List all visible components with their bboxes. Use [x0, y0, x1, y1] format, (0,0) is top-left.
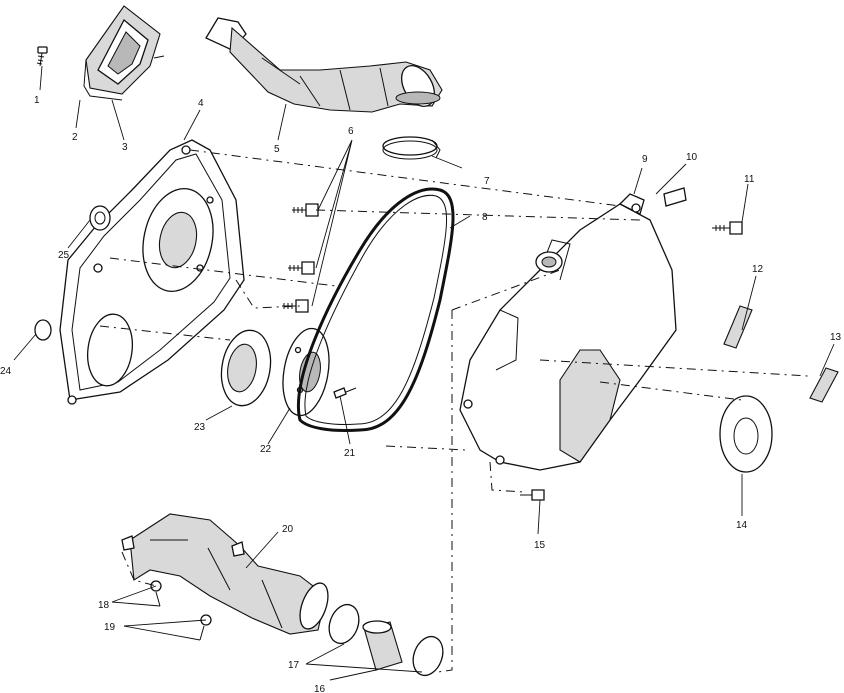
label-part-23: 23: [194, 422, 206, 433]
part-12-decal: [723, 305, 753, 349]
label-part-20: 20: [282, 524, 294, 535]
part-20-lower-hose: [121, 513, 329, 635]
label-part-6: 6: [348, 126, 354, 137]
part-2-3-intake-boot: [83, 5, 161, 101]
part-10-decal: [663, 187, 687, 207]
leader-lines: [13, 55, 835, 681]
part-6-bolts: [282, 203, 319, 313]
part-7-clamp: [382, 136, 441, 160]
part-13-decal: [809, 367, 839, 403]
part-21-screw: [333, 387, 357, 399]
part-22-pulley: [282, 327, 330, 417]
label-part-4: 4: [198, 98, 204, 109]
label-part-7: 7: [484, 176, 490, 187]
label-part-2: 2: [72, 132, 78, 143]
part-25-grommet: [89, 205, 111, 231]
part-4-inner-cover: [59, 139, 245, 405]
part-24-plug: [34, 319, 52, 341]
part-labels: 1 2 3 4 5 6 7 8 9 10 11 12 13 14 15 16 1…: [0, 95, 842, 693]
label-part-13: 13: [830, 332, 842, 343]
part-1-screw: [36, 46, 48, 67]
label-part-21: 21: [344, 448, 356, 459]
label-part-11: 11: [744, 174, 755, 185]
label-part-19: 19: [104, 622, 116, 633]
label-part-14: 14: [736, 520, 748, 531]
label-part-16: 16: [314, 684, 326, 693]
part-9-outer-cover: [459, 193, 677, 471]
part-8-belt: [297, 187, 455, 432]
part-14-washer: [719, 395, 773, 473]
label-part-9: 9: [642, 154, 648, 165]
part-15-screw: [520, 489, 545, 501]
label-part-22: 22: [260, 444, 272, 455]
label-part-15: 15: [534, 540, 546, 551]
label-part-24: 24: [0, 366, 12, 377]
part-11-bolt: [712, 221, 743, 235]
part-17-clamps: [328, 603, 444, 677]
label-part-12: 12: [752, 264, 764, 275]
label-part-8: 8: [482, 212, 488, 223]
part-16-coupling: [362, 620, 403, 671]
part-5-duct-hose: [205, 17, 443, 113]
label-part-10: 10: [686, 152, 698, 163]
label-part-5: 5: [274, 144, 280, 155]
alignment-lines: [99, 149, 809, 673]
label-part-1: 1: [34, 95, 40, 106]
label-part-3: 3: [122, 142, 128, 153]
label-part-17: 17: [288, 660, 300, 671]
label-part-25: 25: [58, 250, 70, 261]
part-23-seal: [220, 329, 272, 407]
label-part-18: 18: [98, 600, 110, 611]
